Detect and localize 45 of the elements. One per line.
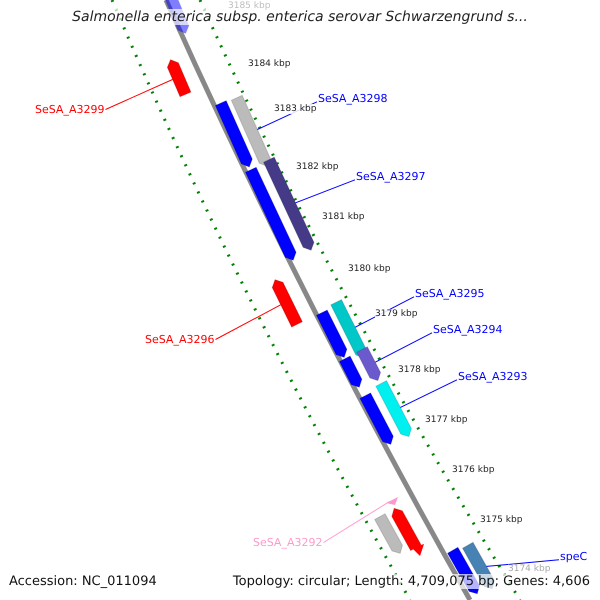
scale-label: 3179 kbp bbox=[375, 309, 418, 319]
gene-label: SeSA_A3297 bbox=[356, 170, 426, 183]
gene-segment bbox=[375, 380, 412, 438]
gene-label: SeSA_A3292 bbox=[253, 536, 322, 549]
scale-label: 3178 kbp bbox=[398, 365, 440, 375]
gene-segment bbox=[391, 508, 422, 552]
gene-label: SeSA_A3298 bbox=[318, 92, 388, 105]
leader-line bbox=[295, 179, 356, 204]
gene-label: SeSA_A3293 bbox=[458, 370, 528, 383]
leader-line bbox=[323, 501, 390, 543]
leader-line bbox=[105, 79, 173, 110]
scale-label: 3175 kbp bbox=[480, 515, 522, 525]
scale-label: 3174 kbp bbox=[508, 564, 550, 574]
scale-label: 3181 kbp bbox=[322, 212, 364, 222]
leader-line bbox=[400, 379, 458, 408]
leader-line bbox=[215, 304, 282, 340]
leader-line bbox=[486, 559, 560, 567]
scale-label: 3180 kbp bbox=[348, 264, 390, 274]
scale-label: 3183 kbp bbox=[274, 104, 316, 114]
leader-line bbox=[374, 332, 432, 363]
gene-label: SeSA_A3294 bbox=[433, 323, 502, 336]
gene-segment bbox=[316, 309, 348, 358]
gene-label: SeSA_A3295 bbox=[415, 287, 484, 300]
gene-label: SeSA_A3299 bbox=[35, 103, 104, 116]
scale-label: 3182 kbp bbox=[296, 162, 338, 172]
scale-label: 3184 kbp bbox=[248, 59, 290, 69]
info-text: Topology: circular; Length: 4,709,075 bp; Genes: 4,606 bbox=[232, 574, 590, 589]
gene-segment bbox=[244, 166, 297, 261]
gene-segment bbox=[230, 94, 271, 167]
gene-label: speC bbox=[560, 550, 588, 563]
scale-label: 3176 kbp bbox=[452, 465, 494, 475]
info-text: Accession: NC_011094 bbox=[9, 574, 157, 589]
gene-segment bbox=[166, 58, 192, 98]
gene-segment bbox=[214, 100, 253, 168]
gene-segment bbox=[272, 278, 304, 328]
gene-marker bbox=[412, 544, 424, 556]
scale-label: 3177 kbp bbox=[425, 415, 468, 425]
gene-label: SeSA_A3296 bbox=[145, 333, 214, 346]
gene-segment bbox=[356, 346, 382, 382]
gene-segment bbox=[374, 513, 404, 554]
gene-segment bbox=[359, 392, 394, 446]
gene-segment bbox=[338, 355, 362, 388]
gene-marker bbox=[386, 497, 398, 505]
gene-segment bbox=[330, 298, 368, 358]
scale-label: 3185 kbp bbox=[228, 1, 270, 11]
